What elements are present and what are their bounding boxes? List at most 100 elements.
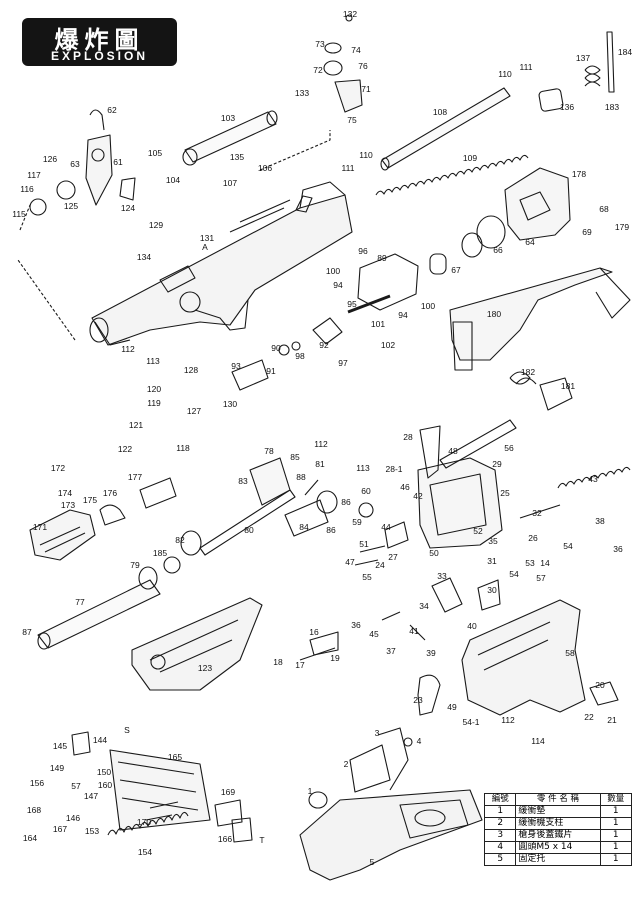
title-badge: 爆炸圖 EXPLOSION <box>22 18 177 66</box>
part-callout: 185 <box>153 548 167 558</box>
part-callout: S <box>124 725 130 735</box>
part-callout: 54 <box>563 541 573 551</box>
part-callout: 182 <box>521 367 535 377</box>
part-callout: 150 <box>97 767 111 777</box>
part-callout: 37 <box>386 646 396 656</box>
part-callout: 178 <box>572 169 586 179</box>
part-callout: A <box>202 242 208 252</box>
part-callout: 108 <box>433 107 447 117</box>
part-callout: 153 <box>85 826 99 836</box>
part-callout: 19 <box>330 653 340 663</box>
row-quantity: 1 <box>599 841 633 854</box>
part-callout: 111 <box>342 163 355 173</box>
handguard-drawing <box>29 477 296 691</box>
part-callout: 23 <box>413 695 423 705</box>
magazine-drawing <box>71 731 253 843</box>
part-callout: 57 <box>536 573 546 583</box>
part-callout: T <box>259 835 264 845</box>
table-row: 1 緩衝墊 1 <box>483 805 633 818</box>
part-callout: 132 <box>343 9 357 19</box>
part-callout: 72 <box>313 65 323 75</box>
part-callout: 112 <box>501 715 515 725</box>
part-callout: 67 <box>451 265 461 275</box>
part-callout: 64 <box>525 237 535 247</box>
part-callout: 98 <box>295 351 305 361</box>
part-callout: 100 <box>421 301 435 311</box>
part-callout: 122 <box>118 444 132 454</box>
lower-receiver-drawing <box>381 419 631 716</box>
title-chinese: 爆炸圖 <box>54 26 145 54</box>
part-callout: 45 <box>369 629 379 639</box>
part-callout: 90 <box>271 343 281 353</box>
header-quantity: 數量 <box>599 793 633 806</box>
row-part-name: 緩衝墊 <box>515 805 601 818</box>
part-callout: 92 <box>319 340 329 350</box>
part-callout: 54-1 <box>462 717 479 727</box>
part-callout: 88 <box>296 472 306 482</box>
part-callout: 105 <box>148 148 162 158</box>
part-callout: 61 <box>113 157 123 167</box>
row-part-name: 緩衝機支柱 <box>515 817 601 830</box>
part-callout: 28-1 <box>385 464 402 474</box>
row-part-name: 槍身後蓋鐵片 <box>515 829 601 842</box>
part-callout: 40 <box>467 621 477 631</box>
part-callout: 30 <box>487 585 497 595</box>
stock-180-drawing <box>449 267 631 411</box>
part-callout: 36 <box>613 544 623 554</box>
part-callout: 42 <box>413 491 423 501</box>
part-callout: 93 <box>231 361 241 371</box>
part-callout: 110 <box>498 69 512 79</box>
part-callout: 174 <box>58 488 72 498</box>
part-callout: 164 <box>23 833 37 843</box>
part-callout: 115 <box>12 209 26 219</box>
part-callout: 124 <box>121 203 135 213</box>
table-row: 5 固定托 1 <box>483 853 633 866</box>
part-callout: 125 <box>64 201 78 211</box>
header-number: 編號 <box>483 793 517 806</box>
part-callout: 127 <box>187 406 201 416</box>
part-callout: 113 <box>146 356 160 366</box>
part-callout: 80 <box>244 525 254 535</box>
row-quantity: 1 <box>599 817 633 830</box>
part-callout: 131 <box>200 233 214 243</box>
part-callout: 167 <box>53 824 67 834</box>
part-callout: 18 <box>273 657 283 667</box>
part-callout: 144 <box>93 735 107 745</box>
row-number: 2 <box>483 817 517 830</box>
part-callout: 85 <box>290 452 300 462</box>
part-callout: 54 <box>509 569 519 579</box>
part-callout: 33 <box>437 571 447 581</box>
part-callout: 28 <box>403 432 413 442</box>
part-callout: 118 <box>176 443 190 453</box>
row-quantity: 1 <box>599 829 633 842</box>
row-part-name: 固定托 <box>515 853 601 866</box>
part-callout: 183 <box>605 102 619 112</box>
part-callout: 133 <box>295 88 309 98</box>
part-callout: 96 <box>358 246 368 256</box>
table-row: 2 緩衝機支柱 1 <box>483 817 633 830</box>
part-callout: 135 <box>230 152 244 162</box>
part-callout: 106 <box>258 163 272 173</box>
part-callout: 41 <box>409 626 419 636</box>
part-callout: 94 <box>333 280 343 290</box>
row-number: 1 <box>483 805 517 818</box>
part-callout: 111 <box>520 62 533 72</box>
part-callout: 129 <box>149 220 163 230</box>
part-callout: 32 <box>532 508 542 518</box>
part-callout: 38 <box>595 516 605 526</box>
part-callout: 116 <box>20 184 34 194</box>
part-callout: 146 <box>66 813 80 823</box>
charging-assembly-drawing <box>323 14 363 113</box>
part-callout: 179 <box>615 222 629 232</box>
part-callout: 29 <box>492 459 502 469</box>
part-callout: 75 <box>347 115 357 125</box>
part-callout: 71 <box>361 84 371 94</box>
part-callout: 5 <box>370 857 375 867</box>
part-callout: 109 <box>463 153 477 163</box>
part-callout: 110 <box>359 150 373 160</box>
part-callout: 58 <box>565 648 575 658</box>
part-callout: 137 <box>576 53 590 63</box>
part-callout: 100 <box>326 266 340 276</box>
part-callout: 69 <box>582 227 592 237</box>
